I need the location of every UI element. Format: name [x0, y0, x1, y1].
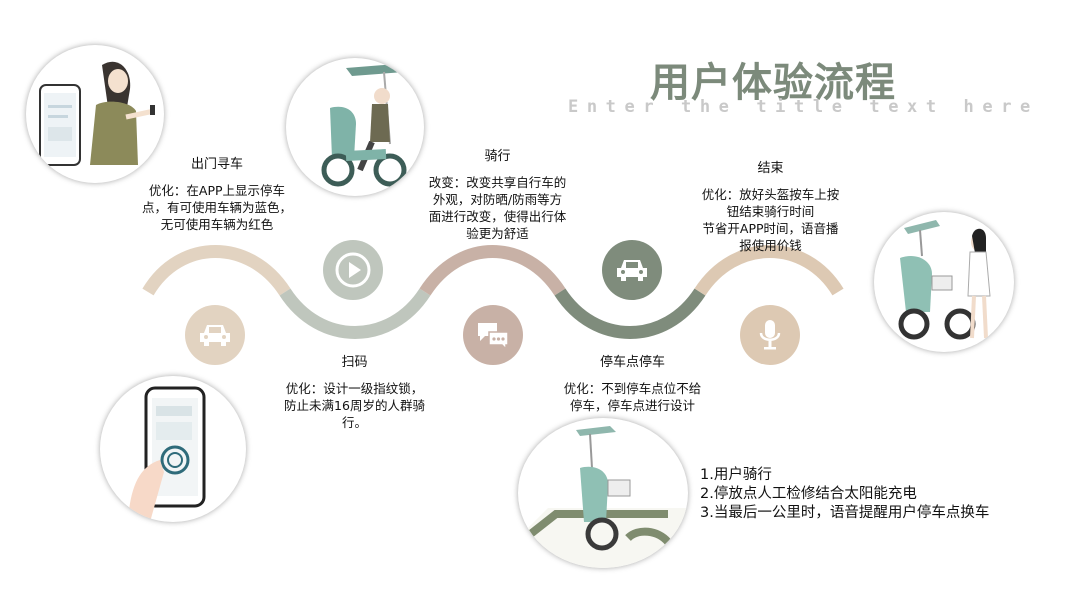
- step-5-title: 结束: [757, 161, 784, 176]
- step-2-icon-circle: [323, 240, 383, 300]
- parked-scooter-illustration: [518, 418, 688, 568]
- step-4-text: 停车点停车 优化：不到停车点位不给 停车，停车点进行设计: [550, 354, 715, 414]
- play-icon: [335, 252, 371, 288]
- woman-with-scooter-illustration: [874, 212, 1014, 352]
- step-1-text: 出门寻车 优化：在APP上显示停车 点，有可使用车辆为蓝色， 无可使用车辆为红色: [132, 156, 302, 233]
- step-2-title: 扫码: [341, 355, 368, 370]
- step-1-title: 出门寻车: [190, 157, 243, 172]
- step-3-icon-circle: [463, 305, 523, 365]
- microphone-icon: [759, 320, 781, 350]
- step-4-desc-line: 停车，停车点进行设计: [569, 398, 695, 413]
- step-3-desc-line: 改变：改变共享自行车的: [428, 175, 567, 190]
- step-3-desc-line: 验更为舒适: [466, 226, 529, 241]
- step-4-icon-circle: [602, 240, 662, 300]
- step-2-desc-line: 优化：设计一级指纹锁，: [285, 381, 424, 396]
- step-3-title: 骑行: [484, 149, 511, 164]
- page-subtitle: Enter the title text here: [568, 97, 1039, 117]
- step-2-desc-line: 行。: [341, 415, 367, 430]
- wave-segment-1: [142, 245, 291, 296]
- fingerprint-phone-illustration: [100, 376, 246, 522]
- list-item: 3.当最后一公里时，语音提醒用户停车点换车: [700, 505, 990, 521]
- wave-segment-5: [694, 245, 844, 296]
- step-3-desc-line: 外观，对防晒/防雨等方: [432, 192, 563, 207]
- step-5-icon-circle: [740, 305, 800, 365]
- step-4-title: 停车点停车: [599, 355, 665, 370]
- page-title: 用户体验流程: [650, 60, 896, 106]
- step-3-text: 骑行 改变：改变共享自行车的 外观，对防晒/防雨等方 面进行改变，使得出行体 验…: [415, 148, 580, 242]
- wave-segment-3: [419, 245, 566, 296]
- step-1-desc-line: 点，有可使用车辆为蓝色，: [141, 200, 292, 215]
- step-5-desc-line: 钮结束骑行时间: [726, 204, 815, 219]
- step-4-desc-line: 优化：不到停车点位不给: [563, 381, 702, 396]
- step-1-icon-circle: [185, 305, 245, 365]
- list-item: 1.用户骑行: [700, 467, 772, 483]
- step-2-text: 扫码 优化：设计一级指纹锁， 防止未满16周岁的人群骑 行。: [272, 354, 437, 431]
- wave-segment-4: [554, 288, 706, 339]
- car-icon: [200, 325, 230, 346]
- notes-list: 1.用户骑行 2.停放点人工检修结合太阳能充电 3.当最后一公里时，语音提醒用户…: [700, 466, 989, 523]
- step-5-desc-line: 报使用价钱: [739, 238, 802, 253]
- step-5-text: 结束 优化：放好头盔按车上按 钮结束骑行时间 节省开APP时间，语音播 报使用价…: [688, 160, 853, 254]
- riding-scooter-illustration: [286, 58, 424, 196]
- wave-segment-2: [279, 288, 431, 339]
- step-5-desc-line: 节省开APP时间，语音播: [702, 221, 839, 236]
- step-5-desc-line: 优化：放好头盔按车上按: [701, 187, 840, 202]
- step-3-desc-line: 面进行改变，使得出行体: [428, 209, 567, 224]
- step-1-desc-line: 无可使用车辆为红色: [160, 217, 274, 232]
- list-item: 2.停放点人工检修结合太阳能充电: [700, 486, 917, 502]
- woman-with-phone-illustration: [26, 45, 164, 183]
- car-icon: [617, 260, 647, 281]
- chat-bubbles-icon: [478, 323, 509, 350]
- step-1-desc-line: 优化：在APP上显示停车: [148, 183, 286, 198]
- step-2-desc-line: 防止未满16周岁的人群骑: [284, 398, 425, 413]
